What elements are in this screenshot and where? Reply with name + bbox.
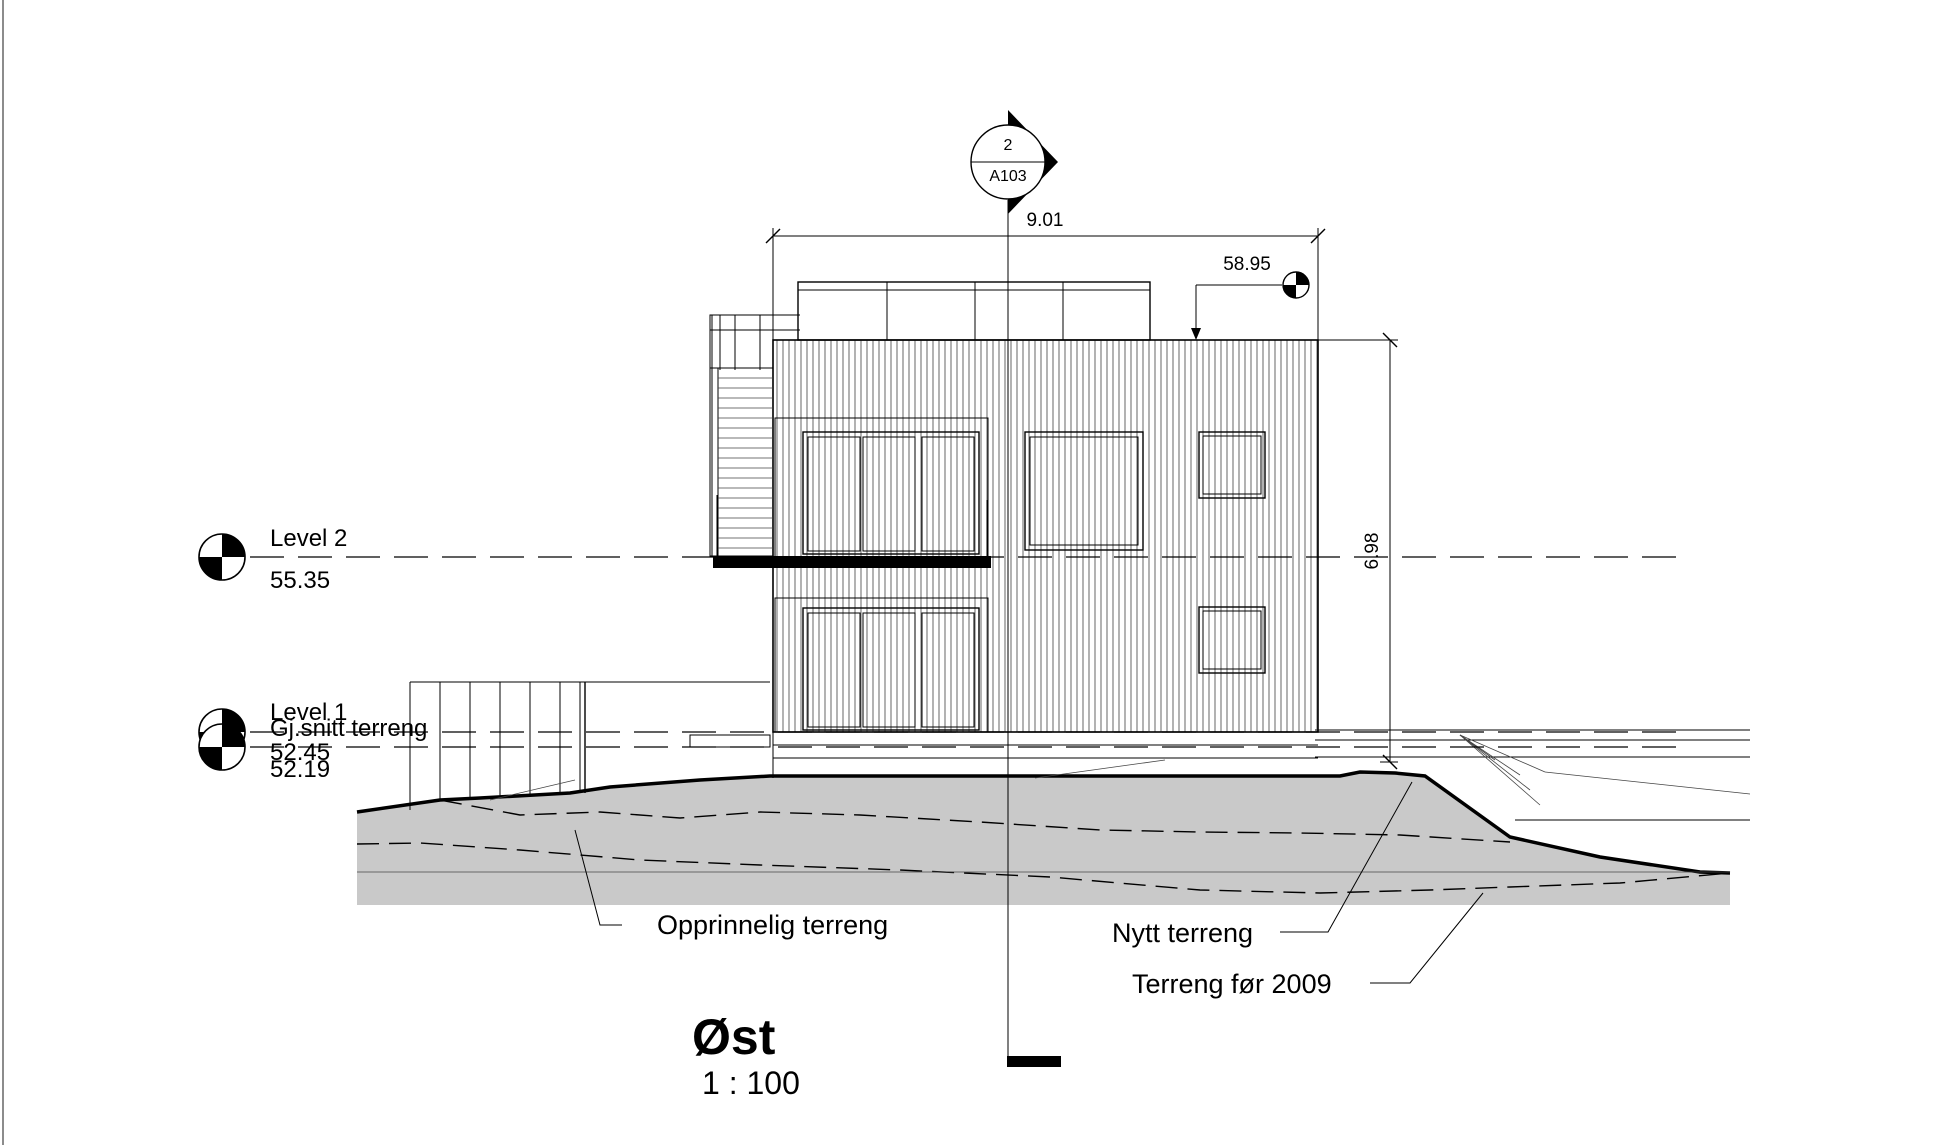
large-window (1024, 431, 1144, 551)
section-sheet: A103 (989, 168, 1026, 185)
average-terrain-elevation: 52.19 (270, 756, 330, 783)
facade (772, 339, 1319, 733)
roof-structure (797, 281, 1151, 341)
terrain-before-2009-line (356, 842, 1731, 894)
balcony-slab (713, 556, 991, 568)
roof-spot-elevation (1191, 271, 1310, 340)
callout-leaders (574, 781, 1484, 984)
new-terrain-line (356, 770, 1731, 875)
roof-spot-elevation-value: 58.95 (1223, 254, 1271, 275)
level-1-name: Level 1 (270, 699, 347, 726)
width-dimension-value: 9.01 (1027, 210, 1064, 231)
level-2-elevation: 55.35 (270, 567, 330, 594)
callout-original-terrain: Opprinnelig terreng (657, 910, 888, 940)
small-window-lower (1198, 606, 1266, 674)
lower-sliding-door (802, 607, 980, 731)
section-number: 2 (1004, 137, 1013, 154)
average-terrain-marker (198, 723, 246, 771)
building (709, 281, 1319, 778)
callout-new-terrain: Nytt terreng (1112, 918, 1253, 948)
level-1-elevation: 52.45 (270, 739, 330, 766)
view-scale: 1 : 100 (702, 1065, 800, 1101)
external-stair (709, 314, 800, 557)
terrain (356, 770, 1731, 905)
height-dimension (1318, 332, 1398, 770)
site-right (1315, 729, 1751, 821)
callout-terrain-before-2009: Terreng før 2009 (1132, 969, 1332, 999)
upper-sliding-door (802, 431, 980, 555)
height-dimension-value: 6.98 (1362, 533, 1383, 570)
level-lines (250, 556, 1690, 748)
small-window-upper (1198, 431, 1266, 499)
site-fence (409, 681, 1166, 810)
level-2-name: Level 2 (270, 525, 347, 552)
view-title: Øst (692, 1009, 776, 1065)
width-dimension (765, 228, 1326, 340)
original-terrain-line (439, 799, 1511, 843)
average-terrain-name: Gj.snitt terreng (270, 715, 427, 742)
level-2-marker (198, 533, 246, 581)
section-cut (970, 110, 1061, 1067)
